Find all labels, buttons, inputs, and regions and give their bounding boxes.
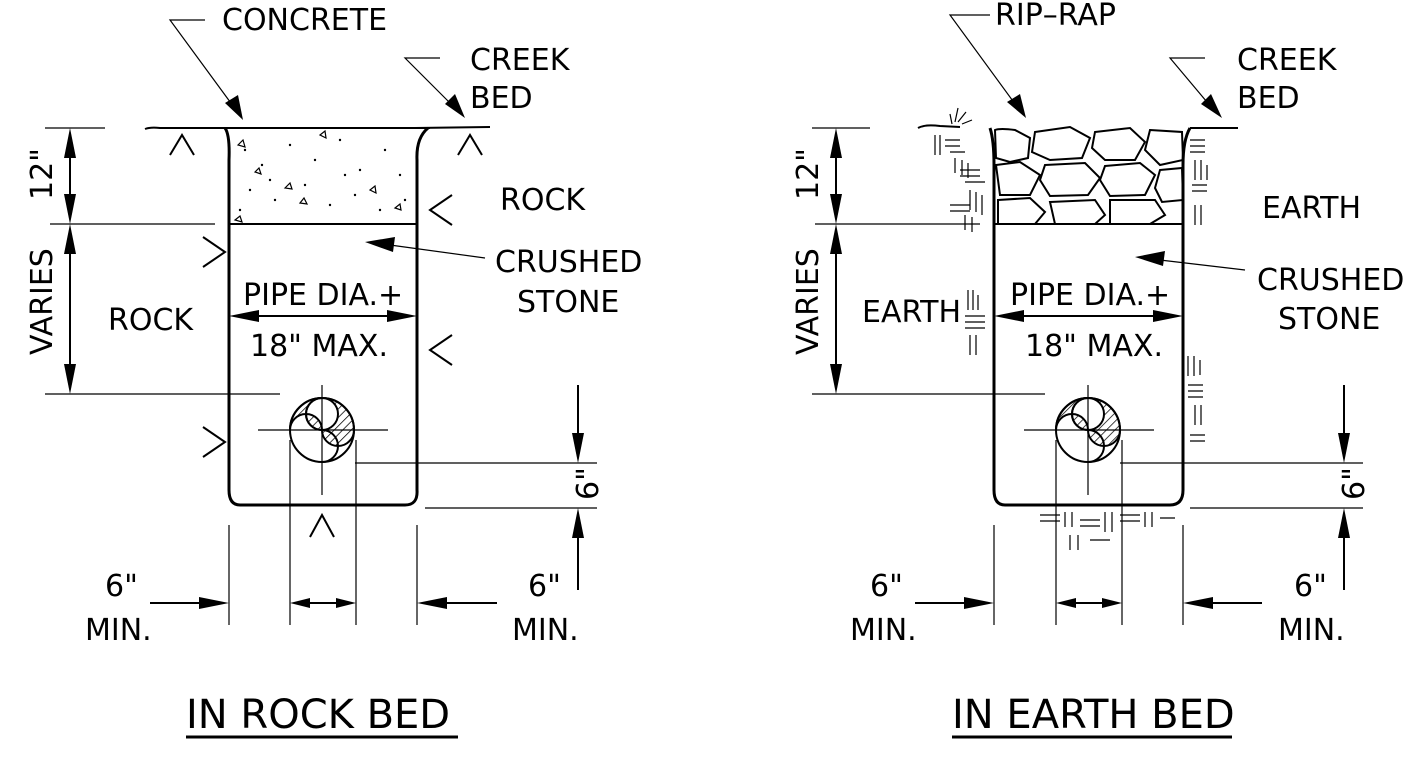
creek-label: CREEK — [470, 43, 571, 78]
dim-6-label: 6" — [571, 467, 606, 500]
min-left-value: 6" — [105, 569, 138, 604]
min-left-label: MIN. — [85, 613, 152, 648]
bottom-clearance-dimension — [355, 385, 597, 590]
dim-12-label: 12" — [25, 148, 60, 200]
dim-6-label: 6" — [1337, 467, 1372, 500]
earth-bed-title: IN EARTH BED — [952, 692, 1235, 738]
min-left-value: 6" — [870, 569, 903, 604]
pipe-symbol — [258, 385, 388, 495]
leader-lines — [948, 14, 1246, 271]
max-label: 18" MAX. — [250, 329, 388, 364]
bed-label: BED — [470, 81, 533, 116]
crushed-label: CRUSHED — [1257, 263, 1404, 298]
max-label: 18" MAX. — [1025, 329, 1163, 364]
trench-outline — [223, 126, 430, 507]
dim-varies-label: VARIES — [25, 248, 60, 355]
earth-bed-section: RIP–RAP CREEK BED EARTH EARTH CRUSHED ST… — [791, 0, 1404, 739]
crushed-label: CRUSHED — [495, 245, 642, 280]
earth-label-right: EARTH — [1262, 191, 1361, 226]
creek-label: CREEK — [1237, 43, 1338, 78]
vertical-dimensions — [812, 127, 1045, 395]
creek-bed-line — [917, 124, 1238, 129]
concrete-fill — [233, 129, 407, 223]
side-clearance-dimensions — [915, 440, 1262, 625]
pipe-width-dimension — [994, 310, 1183, 322]
earth-symbols — [934, 135, 1208, 550]
bed-label: BED — [1237, 81, 1300, 116]
min-right-label: MIN. — [512, 613, 579, 648]
min-right-value: 6" — [1294, 569, 1327, 604]
rock-label-right: ROCK — [500, 183, 586, 218]
rock-label-left: ROCK — [108, 303, 194, 338]
pipe-symbol — [1024, 385, 1154, 495]
dim-varies-label: VARIES — [791, 248, 826, 355]
stone-label: STONE — [1278, 302, 1380, 337]
rock-bed-section: CONCRETE CREEK BED ROCK ROCK CRUSHED STO… — [25, 3, 642, 739]
bottom-clearance-dimension — [1120, 385, 1363, 590]
rock-symbols — [169, 133, 483, 538]
min-right-label: MIN. — [1278, 613, 1345, 648]
rock-bed-title: IN ROCK BED — [186, 692, 450, 738]
pipe-dia-label: PIPE DIA.+ — [243, 278, 403, 313]
min-right-value: 6" — [528, 569, 561, 604]
pipe-width-dimension — [229, 310, 417, 322]
vertical-dimensions — [45, 127, 280, 395]
concrete-label: CONCRETE — [222, 3, 387, 38]
side-clearance-dimensions — [150, 440, 497, 625]
pipe-dia-label: PIPE DIA.+ — [1010, 278, 1170, 313]
stone-label: STONE — [517, 285, 619, 320]
dim-12-label: 12" — [791, 148, 826, 200]
riprap-label: RIP–RAP — [995, 0, 1116, 33]
leader-lines — [168, 19, 486, 259]
min-left-label: MIN. — [850, 613, 917, 648]
earth-label-left: EARTH — [862, 295, 961, 330]
riprap-fill — [993, 125, 1185, 225]
